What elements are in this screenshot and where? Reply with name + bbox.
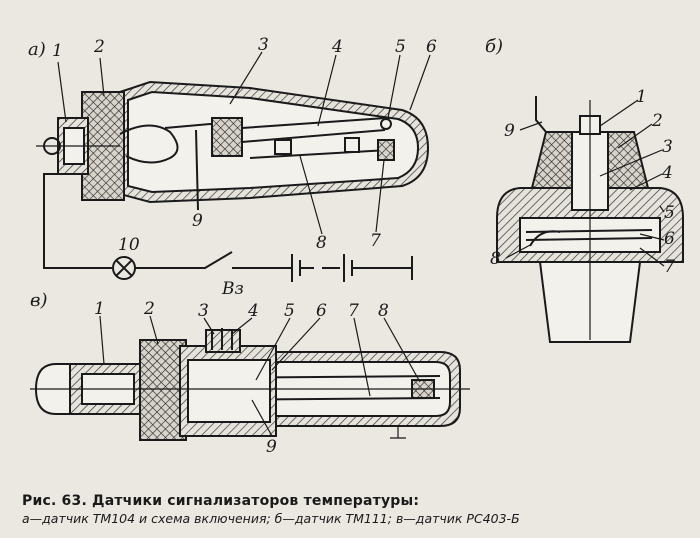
callout-a-4: 4 [331,37,343,57]
leader-b7 [639,247,665,267]
callout-a-7: 7 [370,231,381,251]
leader-a1 [57,61,67,123]
figure-caption: Рис. 63. Датчики сигнализаторов температ… [22,493,692,526]
hex-nut [139,339,187,441]
tube-cavity [127,90,420,194]
caption-subtitle: а—датчик ТМ104 и схема включения; б—датч… [22,511,520,526]
callout-b-8: 8 [490,249,501,269]
callout-c-9: 9 [266,437,277,457]
leader-c3 [203,317,215,335]
callout-a-3: 3 [258,35,269,55]
contact-7 [377,139,395,161]
callout-b-9: 9 [504,121,515,141]
leader-a8 [299,155,323,235]
callout-c-6: 6 [316,301,327,321]
switch-label: Вз [221,279,244,299]
circuit-wire-left [43,173,112,269]
leader-c9 [251,399,273,437]
callout-a-10: 10 [118,235,140,255]
lamp-cross-2 [115,259,133,277]
spring-strip [241,129,386,143]
sensor-tm111: б) 9 1 2 3 4 5 6 7 8 [485,36,684,343]
callout-a-6: 6 [426,37,437,57]
switch-vz [135,251,233,269]
ground-tick [390,426,406,439]
caption-title: Рис. 63. Датчики сигнализаторов температ… [22,493,420,509]
leader-a6 [409,54,431,111]
callout-b-1: 1 [636,87,647,107]
callout-c-7: 7 [348,301,359,321]
leader-c8 [383,317,421,383]
contact-block [211,117,243,157]
section-label-a: а) [28,39,46,60]
callout-a-1: 1 [52,41,63,61]
bimetal-strip [241,117,386,129]
wire-9-pointer [195,129,199,211]
callout-a-2: 2 [93,37,105,57]
callout-a-5: 5 [395,37,406,57]
housing-cavity [187,359,271,423]
leader-b1 [599,99,639,127]
leader-b9 [519,121,543,131]
leader-c6 [271,317,321,371]
leader-a5 [387,54,401,119]
callout-c-5: 5 [284,301,295,321]
leader-c5 [255,317,291,381]
leader-b3 [599,149,663,177]
rod-sleeve-2 [344,137,360,153]
callout-b-6: 6 [664,229,675,249]
contact-5 [380,118,392,130]
callout-c-3: 3 [198,301,209,321]
callout-c-2: 2 [143,299,155,319]
terminal-wire-9 [535,96,547,133]
leader-a2 [99,57,105,97]
screw-head [43,137,61,155]
callout-b-3: 3 [662,137,673,157]
spring-loop [529,230,561,247]
leader-a7 [375,159,385,233]
rod-8 [249,149,389,159]
callout-b-5: 5 [664,203,675,223]
callout-c-4: 4 [247,301,259,321]
leader-c4 [231,317,253,335]
leader-b5 [659,205,665,213]
callout-b-4: 4 [661,163,673,183]
leader-c1 [99,315,105,365]
callout-c-1: 1 [94,299,105,319]
leader-b8 [505,243,533,259]
rod-sleeve [274,139,292,155]
leader-c2 [149,315,159,345]
callout-a-8: 8 [316,233,327,253]
sensor-rs403b: в) 1 2 3 4 5 6 7 8 9 [30,290,470,457]
leader-a3 [229,51,263,105]
leader-b2 [617,123,653,149]
leader-b6 [639,233,665,241]
sensor-tm104: а) [28,35,437,299]
callout-a-9: 9 [192,211,203,231]
callout-b-2: 2 [651,111,663,131]
section-label-c: в) [30,290,48,311]
callout-c-8: 8 [378,301,389,321]
leader-b4 [629,173,663,191]
leader-a4 [317,54,337,127]
leader-c7 [353,317,371,397]
section-label-b: б) [485,36,503,57]
lead-wire-loop [119,124,179,164]
callout-b-7: 7 [664,257,675,277]
